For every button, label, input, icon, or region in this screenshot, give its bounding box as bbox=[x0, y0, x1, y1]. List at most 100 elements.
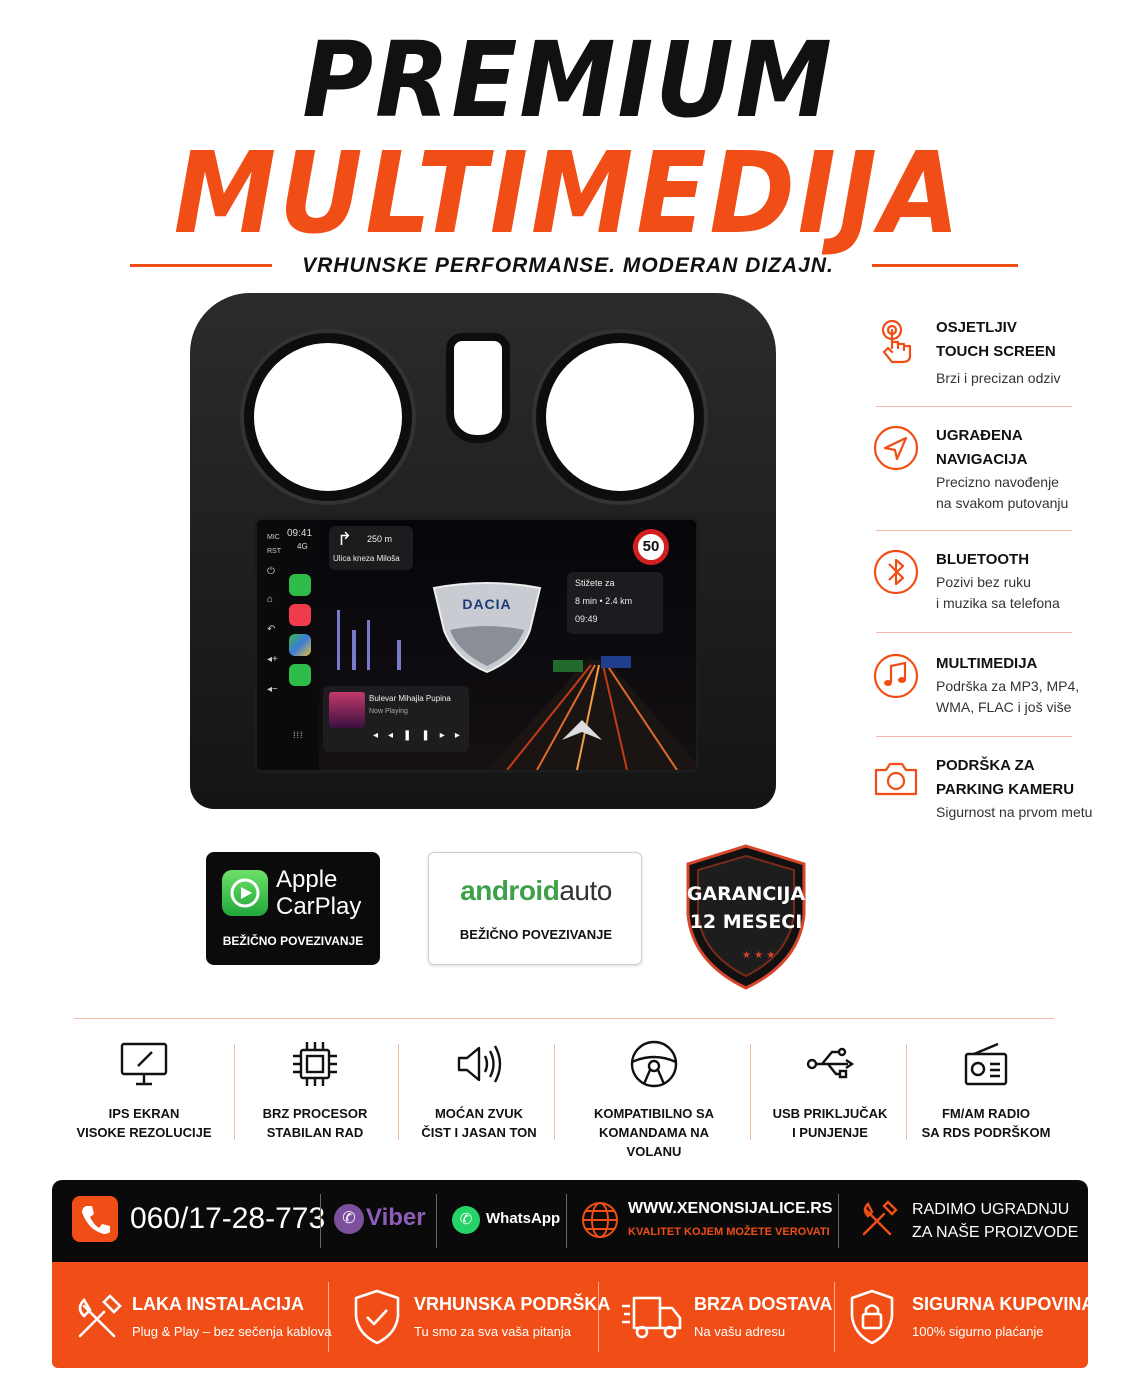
track-status: Now Playing bbox=[369, 708, 408, 715]
arrival-label: Stižete za bbox=[575, 578, 615, 588]
app-grid-icon[interactable]: ⁞⁞⁞ bbox=[293, 730, 304, 740]
whatsapp-icon[interactable]: ✆ bbox=[452, 1206, 480, 1234]
feature-divider bbox=[876, 632, 1072, 633]
playback-controls[interactable]: ◂◂❚❚▸▸ bbox=[373, 730, 470, 741]
center-vent-cutout bbox=[446, 333, 510, 443]
feature-desc: Podrška za MP3, MP4,WMA, FLAC i još više bbox=[936, 678, 1080, 715]
feature-divider bbox=[876, 406, 1072, 407]
usb-icon bbox=[806, 1047, 855, 1079]
benefit-desc: 100% sigurno plaćanje bbox=[912, 1324, 1044, 1339]
benefit-title: BRZA DOSTAVA bbox=[694, 1294, 833, 1314]
spec-divider bbox=[906, 1044, 907, 1140]
navigation-icon bbox=[873, 425, 919, 471]
contact-bar: 060/17-28-773 ✆ Viber ✆ WhatsApp WWW.XEN… bbox=[52, 1180, 1088, 1262]
whatsapp-label[interactable]: WhatsApp bbox=[486, 1210, 561, 1227]
benefit-divider bbox=[834, 1282, 835, 1352]
turn-distance: 250 m bbox=[367, 534, 393, 544]
carplay-icon bbox=[222, 870, 268, 916]
volume-up-icon[interactable]: ◂+ bbox=[267, 654, 278, 665]
phone-number[interactable]: 060/17-28-773 bbox=[130, 1202, 326, 1235]
dacia-wordmark: DACIA bbox=[462, 596, 512, 612]
messages-app-icon[interactable] bbox=[289, 664, 311, 686]
benefit-divider bbox=[328, 1282, 329, 1352]
phone-icon[interactable] bbox=[72, 1196, 118, 1242]
gauge-cutout-left bbox=[244, 333, 412, 501]
bluetooth-icon bbox=[873, 549, 919, 595]
feature-desc: Sigurnost na prvom metu bbox=[936, 804, 1093, 820]
shield-check-icon bbox=[354, 1289, 400, 1345]
feature-title: MULTIMEDIJA bbox=[936, 655, 1038, 672]
feature-multimedia: MULTIMEDIJA Podrška za MP3, MP4,WMA, FLA… bbox=[872, 652, 1092, 732]
arrival-time: 09:49 bbox=[575, 614, 598, 624]
benefit-secure-purchase: SIGURNA KUPOVINA 100% sigurno plaćanje bbox=[848, 1262, 1094, 1368]
benefits-bar: LAKA INSTALACIJA Plug & Play – bez sečen… bbox=[52, 1262, 1094, 1368]
tagline: VRHUNSKE PERFORMANSE. MODERAN DIZAJN. bbox=[302, 254, 834, 277]
turn-street: Ulica kneza Miloša bbox=[333, 554, 400, 563]
spec-divider bbox=[750, 1044, 751, 1140]
tagline-rule-right bbox=[872, 264, 1018, 267]
website-url[interactable]: WWW.XENONSIJALICE.RS bbox=[628, 1200, 833, 1217]
now-playing-card[interactable]: Bulevar Mihajla Pupina Now Playing ◂◂❚❚▸… bbox=[323, 686, 469, 752]
back-icon[interactable]: ↶ bbox=[267, 624, 276, 635]
music-app-icon[interactable] bbox=[289, 604, 311, 626]
signal-indicator: 4G bbox=[297, 542, 308, 551]
volume-down-icon[interactable]: ◂− bbox=[267, 684, 278, 695]
android-auto-wordmark: androidauto bbox=[460, 875, 612, 906]
title-premium: PREMIUM bbox=[302, 19, 834, 141]
website-tagline: KVALITET KOJEM MOŽETE VEROVATI bbox=[628, 1226, 830, 1238]
touch-icon bbox=[881, 319, 912, 364]
feature-divider bbox=[876, 736, 1072, 737]
benefit-desc: Plug & Play – bez sečenja kablova bbox=[132, 1324, 332, 1339]
phone-app-icon[interactable] bbox=[289, 574, 311, 596]
truck-icon bbox=[622, 1296, 682, 1339]
tools-icon bbox=[78, 1294, 122, 1338]
bar-divider bbox=[566, 1194, 567, 1248]
spec-divider bbox=[398, 1044, 399, 1140]
benefit-desc: Tu smo za sva vaša pitanja bbox=[414, 1324, 572, 1339]
maps-app-icon[interactable] bbox=[289, 634, 311, 656]
monitor-icon bbox=[120, 1042, 168, 1086]
viber-label[interactable]: Viber bbox=[366, 1204, 426, 1231]
power-icon[interactable]: ⏻ bbox=[267, 566, 275, 577]
specs-divider bbox=[74, 1018, 1054, 1019]
lock-shield-icon bbox=[850, 1289, 894, 1345]
tagline-rule-left bbox=[130, 264, 272, 267]
svg-text:★ ★ ★: ★ ★ ★ bbox=[742, 950, 775, 961]
turn-instruction-card: ↱ 250 m Ulica kneza Miloša bbox=[329, 526, 413, 570]
speed-limit-sign: 50 bbox=[633, 529, 669, 565]
cpu-icon bbox=[293, 1042, 337, 1086]
head-unit-image: MIC RST ⏻ ⌂ ↶ ◂+ ◂− 09:41 4G ↱ 250 m Uli… bbox=[190, 293, 776, 809]
music-note-icon bbox=[873, 653, 919, 699]
benefit-title: SIGURNA KUPOVINA bbox=[912, 1294, 1095, 1314]
benefit-title: LAKA INSTALACIJA bbox=[132, 1294, 304, 1314]
benefit-desc: Na vašu adresu bbox=[694, 1324, 786, 1339]
globe-icon bbox=[582, 1202, 618, 1238]
dacia-logo bbox=[432, 582, 542, 674]
viber-icon[interactable]: ✆ bbox=[334, 1204, 364, 1234]
android-auto-badge: androidauto BEŽIČNO POVEZIVANJE bbox=[428, 852, 642, 965]
feature-desc: Brzi i precizan odziv bbox=[936, 370, 1061, 386]
android-auto-subtitle: BEŽIČNO POVEZIVANJE bbox=[459, 927, 613, 942]
home-icon[interactable]: ⌂ bbox=[267, 594, 274, 605]
warranty-shield-icon: ★ ★ ★ bbox=[686, 844, 806, 990]
bar-divider bbox=[320, 1194, 321, 1248]
bar-divider bbox=[436, 1194, 437, 1248]
feature-divider bbox=[876, 530, 1072, 531]
benefit-title: VRHUNSKA PODRŠKA bbox=[414, 1294, 611, 1314]
